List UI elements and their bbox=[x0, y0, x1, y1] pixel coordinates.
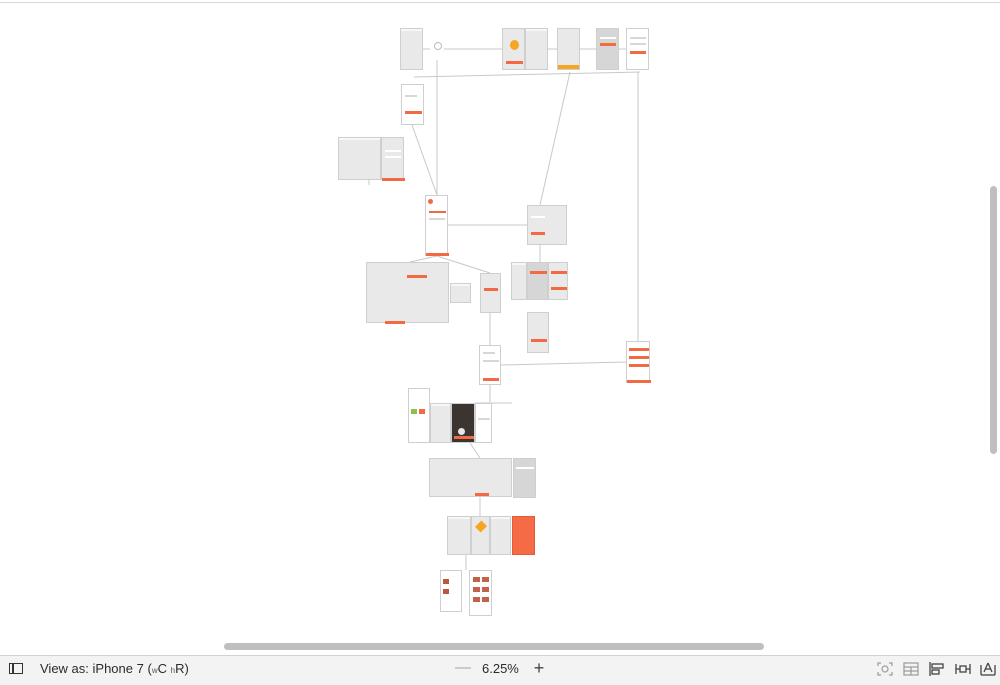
scene-options-c[interactable] bbox=[548, 262, 568, 300]
canvas-top-divider bbox=[0, 2, 1000, 3]
segue-line bbox=[469, 442, 481, 459]
scene-feed-container[interactable] bbox=[366, 262, 449, 324]
scene-options-b[interactable] bbox=[527, 262, 548, 300]
scene-entry-point[interactable] bbox=[430, 40, 444, 56]
storyboard-canvas[interactable] bbox=[0, 0, 1000, 655]
scene-menu[interactable] bbox=[626, 341, 651, 383]
scene-checkout[interactable] bbox=[479, 345, 501, 385]
scene-intro[interactable] bbox=[557, 28, 580, 70]
size-class-h-value: R bbox=[175, 661, 185, 676]
zoom-level: 6.25% bbox=[482, 661, 519, 676]
scene-settings-detail[interactable] bbox=[381, 137, 405, 181]
view-as-device-button[interactable]: View as: iPhone 7 (wC hR) bbox=[40, 661, 189, 676]
scene-welcome-2[interactable] bbox=[525, 28, 548, 70]
scene-profile-container[interactable] bbox=[429, 458, 512, 497]
scene-welcome[interactable] bbox=[502, 28, 525, 70]
size-class-w-prefix: w bbox=[151, 666, 158, 675]
canvas-bottom-bar: View as: iPhone 7 (wC hR) — 6.25% + bbox=[0, 655, 1000, 685]
segue-line bbox=[413, 71, 641, 78]
embed-in-stack-icon[interactable] bbox=[903, 662, 919, 676]
scene-catalog-grid[interactable] bbox=[469, 570, 492, 616]
segue-line bbox=[539, 71, 571, 206]
scene-photo-viewer[interactable] bbox=[451, 403, 475, 443]
scene-confirm[interactable] bbox=[527, 312, 549, 353]
scene-gallery-list[interactable] bbox=[408, 388, 430, 443]
scene-item-view[interactable] bbox=[480, 273, 501, 313]
zoom-in-button[interactable]: + bbox=[533, 658, 545, 678]
scene-onboarding-form[interactable] bbox=[401, 84, 424, 125]
horizontal-scrollbar[interactable] bbox=[224, 643, 764, 650]
segue-line bbox=[409, 255, 438, 263]
vertical-scrollbar[interactable] bbox=[990, 186, 997, 454]
scene-launch[interactable] bbox=[400, 28, 423, 70]
align-icon[interactable] bbox=[929, 662, 945, 676]
scene-photo-info[interactable] bbox=[475, 403, 492, 443]
resolve-autolayout-issues-icon[interactable] bbox=[877, 662, 893, 676]
scene-rewards-a[interactable] bbox=[447, 516, 471, 555]
document-outline-toggle-icon[interactable] bbox=[9, 663, 23, 674]
segue-connections bbox=[368, 48, 641, 570]
segue-line bbox=[500, 361, 627, 366]
scene-rewards-splash[interactable] bbox=[512, 516, 535, 555]
size-class-h-prefix: h bbox=[170, 666, 176, 675]
zoom-out-button[interactable]: — bbox=[455, 659, 471, 676]
size-class-w-value: C bbox=[157, 661, 167, 676]
resolve-constraints-icon[interactable] bbox=[980, 662, 996, 676]
size-class-close: ) bbox=[184, 661, 189, 676]
scene-rewards-badge[interactable] bbox=[471, 516, 490, 555]
add-constraints-icon[interactable] bbox=[955, 662, 971, 676]
scene-catalog-list[interactable] bbox=[440, 570, 462, 612]
scene-login[interactable] bbox=[596, 28, 619, 70]
scene-home[interactable] bbox=[425, 195, 449, 256]
scene-account[interactable] bbox=[527, 205, 567, 245]
segue-line bbox=[436, 255, 491, 274]
scene-rewards-b[interactable] bbox=[490, 516, 511, 555]
scene-profile-edit[interactable] bbox=[513, 458, 536, 498]
scene-settings-list[interactable] bbox=[338, 137, 381, 180]
segue-line bbox=[411, 124, 438, 196]
view-as-label: View as: iPhone 7 bbox=[40, 661, 144, 676]
scene-options-a[interactable] bbox=[511, 262, 527, 300]
scene-gallery-grid[interactable] bbox=[430, 403, 451, 443]
scene-feed-detail[interactable] bbox=[450, 283, 471, 303]
size-class-open: ( bbox=[147, 661, 152, 676]
scene-signup[interactable] bbox=[626, 28, 649, 70]
